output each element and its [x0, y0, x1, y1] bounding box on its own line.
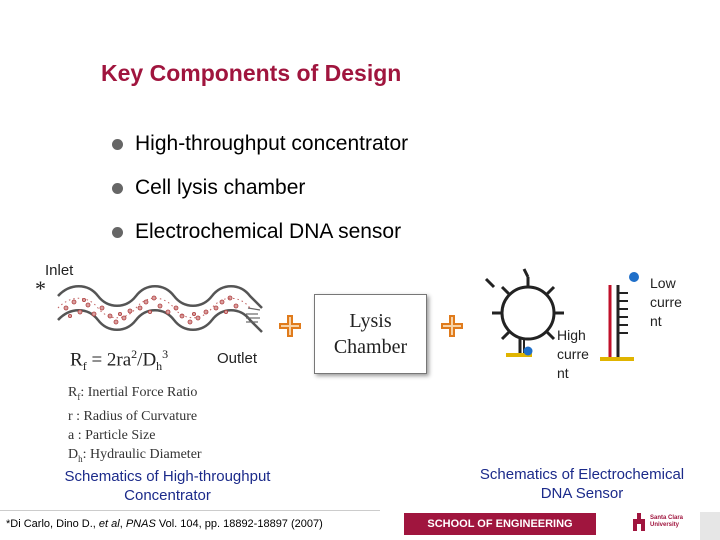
logo-text: University	[650, 522, 680, 528]
sensor-caption: Schematics of Electrochemical DNA Sensor	[452, 465, 712, 503]
channel-wall-bottom	[57, 309, 263, 333]
low-current-label: Low curre nt	[650, 275, 682, 329]
electrode	[600, 357, 634, 361]
formula-sup: 2	[131, 347, 138, 361]
caption-line: DNA Sensor	[540, 485, 624, 502]
dna-sensor-diagram	[484, 268, 639, 361]
definition-row: r : Radius of Curvature	[68, 408, 198, 424]
plus-icon	[441, 315, 463, 337]
bullet-dot-icon	[112, 226, 123, 238]
footer-divider	[0, 510, 380, 511]
caption-line: Schematics of Electrochemical	[479, 466, 685, 483]
formula-sub: h	[156, 359, 163, 374]
bullet-text: High-throughput concentrator	[135, 132, 409, 155]
lysis-chamber-box: Lysis Chamber	[314, 294, 427, 374]
channel-wall-top	[57, 285, 263, 309]
footer-corner-graphic	[700, 512, 720, 540]
electrode	[506, 353, 532, 357]
logo-text: Santa Clara	[650, 515, 684, 521]
formula-sub: f	[82, 359, 87, 374]
formula-text: /D	[137, 349, 157, 371]
definition-row: Rf: Inertial Force Ratio	[68, 385, 198, 402]
lysis-label: Lysis	[349, 310, 392, 332]
definition-row: Dh: Hydraulic Diameter	[68, 446, 202, 464]
citation: *Di Carlo, Dino D., et al, PNAS Vol. 104…	[6, 518, 323, 530]
bullet-dot-icon	[112, 138, 123, 150]
bullet-item: High-throughput concentrator	[112, 132, 408, 156]
redox-tag-icon	[523, 346, 533, 356]
bullet-text: Cell lysis chamber	[135, 176, 306, 199]
bullet-item: Cell lysis chamber	[112, 176, 305, 200]
particle-stream	[57, 297, 251, 319]
caption-line: Schematics of High-throughput	[64, 468, 271, 485]
high-current-label: High curre nt	[557, 327, 589, 381]
bullet-dot-icon	[112, 182, 123, 194]
inertial-force-formula: Rf = 2ra2/Dh3	[70, 347, 168, 374]
linear-probe	[600, 272, 639, 361]
formula-symbol: R	[70, 349, 83, 371]
university-logo: Santa Clara University	[632, 513, 683, 531]
definition-row: a : Particle Size	[68, 427, 156, 443]
lysis-label: Chamber	[333, 336, 408, 358]
redox-tag-icon	[629, 272, 639, 282]
outlet-lines	[246, 307, 261, 323]
slide-title: Key Components of Design	[101, 60, 402, 86]
bullet-item: Electrochemical DNA sensor	[112, 220, 401, 244]
formula-definitions: Rf: Inertial Force Ratio r : Radius of C…	[68, 383, 202, 469]
particles	[63, 295, 239, 325]
plus-icon	[279, 315, 301, 337]
logo-mission-icon	[633, 513, 645, 531]
formula-text: = 2ra	[86, 349, 132, 371]
school-banner: SCHOOL OF ENGINEERING	[404, 513, 596, 535]
concentrator-channel-diagram	[57, 285, 263, 333]
footnote-star: *	[35, 276, 46, 301]
bullet-text: Electrochemical DNA sensor	[135, 220, 402, 243]
caption-line: Concentrator	[124, 487, 211, 504]
inlet-label: Inlet	[45, 262, 74, 279]
hairpin-probe	[484, 268, 564, 357]
concentrator-caption: Schematics of High-throughput Concentrat…	[40, 467, 295, 505]
outlet-label: Outlet	[217, 350, 258, 367]
formula-sup: 3	[162, 347, 169, 361]
